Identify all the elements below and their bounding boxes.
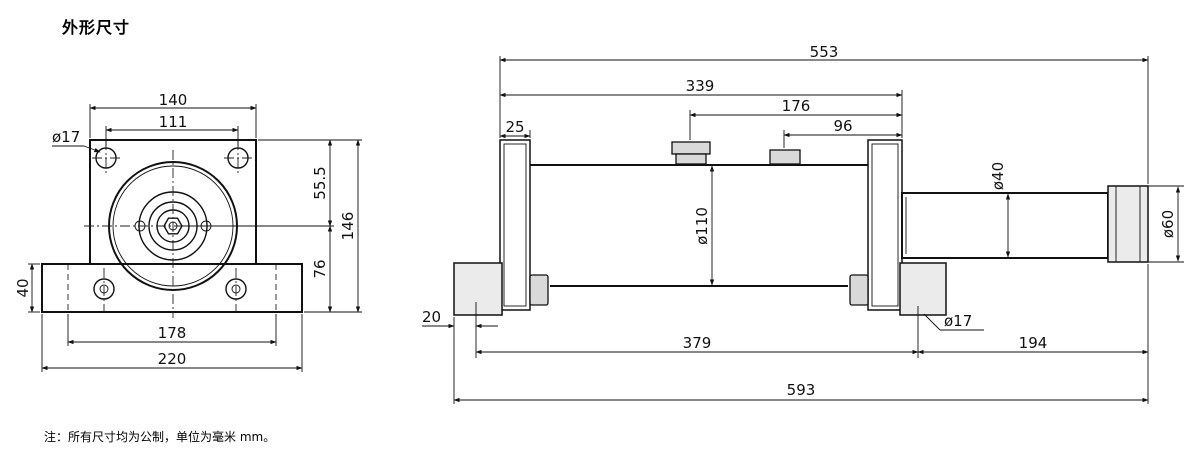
side-right-base (899, 262, 947, 316)
dim-dia40: ø40 (989, 162, 1007, 190)
dim-176: 176 (782, 97, 811, 115)
dim-dia110: ø110 (693, 207, 711, 245)
front-base-block (41, 263, 303, 313)
dim-146: 146 (339, 212, 357, 241)
dim-593: 593 (787, 381, 816, 399)
side-port-2 (769, 149, 801, 165)
side-port-1 (671, 141, 711, 165)
dim-194: 194 (1019, 334, 1048, 352)
side-rod-end (1107, 185, 1149, 263)
side-right-end-cap (867, 139, 903, 311)
dim-55-5: 55.5 (311, 166, 329, 199)
dim-339: 339 (686, 77, 715, 95)
dim-178: 178 (158, 324, 187, 342)
drawing-title: 外形尺寸 (62, 18, 131, 37)
dim-76: 76 (311, 259, 329, 278)
dim-220: 220 (158, 350, 187, 368)
units-note: 注：所有尺寸均为公制，单位为毫米 mm。 (44, 430, 276, 444)
dim-96: 96 (833, 117, 852, 135)
dim-25: 25 (505, 118, 524, 136)
dim-front-hole: ø17 (52, 128, 80, 146)
side-left-base (453, 262, 503, 316)
side-view: 553 339 176 96 25 ø110 ø40 ø60 20 (422, 43, 1184, 404)
dim-side-hole: ø17 (944, 312, 972, 330)
dim-dia60: ø60 (1159, 210, 1177, 238)
dim-111: 111 (159, 113, 188, 131)
front-view: 140 111 ø17 55.5 76 146 40 178 (14, 91, 362, 372)
dim-20: 20 (422, 308, 441, 326)
dim-379: 379 (683, 334, 712, 352)
side-piston-rod (901, 192, 1109, 259)
side-left-end-cap (499, 139, 531, 311)
dim-553: 553 (810, 43, 839, 61)
dim-40: 40 (14, 278, 32, 297)
dim-140: 140 (159, 91, 188, 109)
